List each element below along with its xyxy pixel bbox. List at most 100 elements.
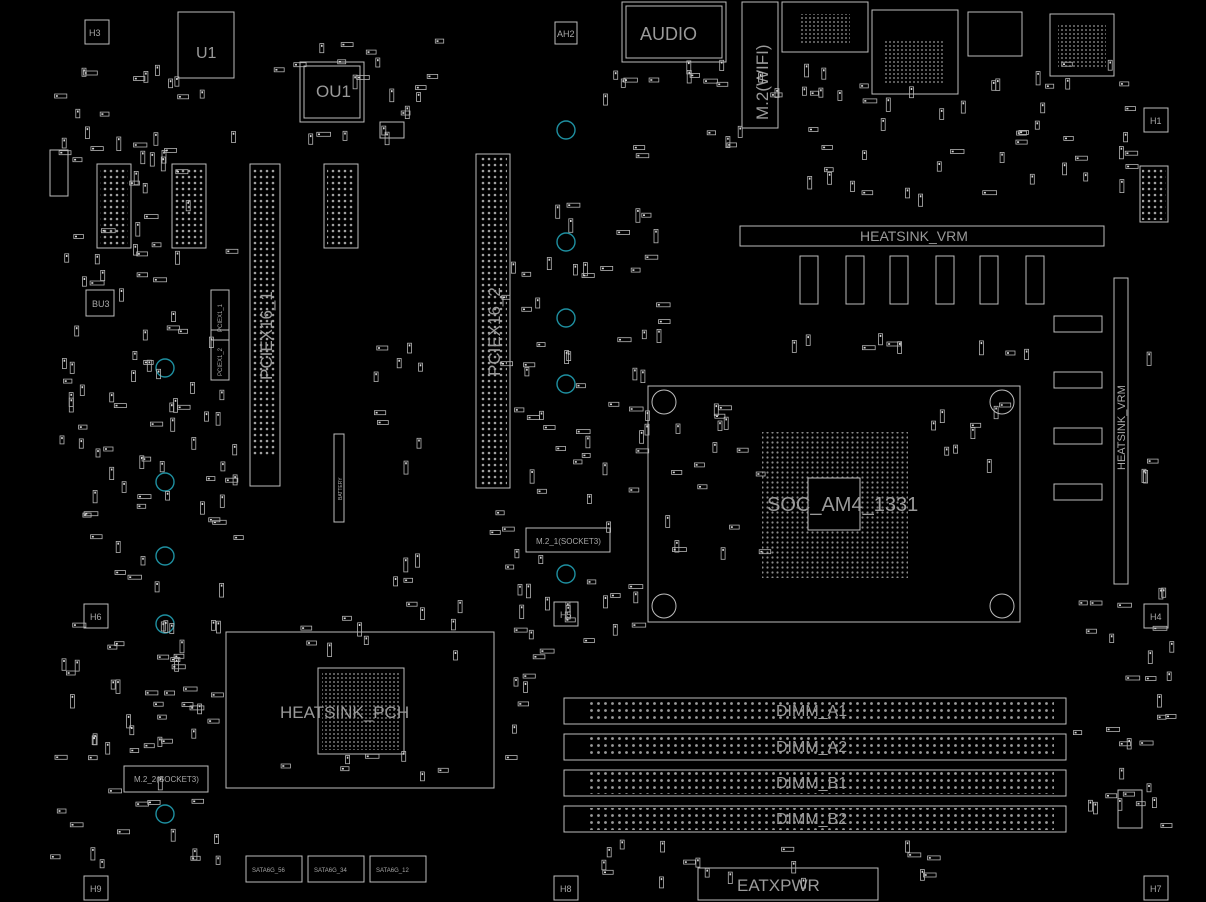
smd-pad [275, 69, 278, 71]
smd-pad [1074, 731, 1077, 734]
smd-pad [217, 413, 219, 416]
smd-pad [519, 585, 521, 588]
smd-part [791, 339, 797, 353]
smd-pad [1094, 803, 1097, 806]
smd-part [115, 679, 121, 694]
smd-part [801, 877, 806, 889]
smd-pad [861, 85, 864, 87]
smd-pad [688, 62, 690, 65]
smd-pad [201, 91, 203, 94]
smd-part [897, 341, 902, 354]
smd-part [1157, 714, 1167, 720]
smd-part [403, 577, 413, 583]
smd-part [918, 193, 923, 207]
smd-pad [906, 189, 909, 192]
smd-pad [142, 557, 144, 560]
smd-pad [1089, 801, 1092, 804]
vrm-area: HEATSINK_VRM HEATSINK_VRM [739, 225, 1129, 585]
smd-pad [110, 468, 113, 471]
smd-pad [166, 492, 169, 495]
sata-3-label: SATA6G_12 [376, 868, 409, 874]
smd-pad [282, 765, 285, 767]
smd-pad [172, 313, 175, 315]
smd-pad [1119, 799, 1121, 802]
smd-pad [909, 854, 912, 856]
smd-part [90, 146, 104, 152]
smd-part [54, 754, 68, 760]
smd-part [1146, 783, 1152, 793]
smd-pad [792, 862, 795, 865]
smd-part [56, 808, 67, 814]
smd-pad [354, 76, 356, 79]
dimm-a1-label: DIMM_A1 [776, 703, 847, 720]
smd-part [129, 725, 135, 736]
smd-part [142, 329, 148, 341]
smd-pad [459, 601, 461, 604]
smd-part [1119, 767, 1125, 780]
smd-pad [191, 707, 194, 709]
smd-part [170, 828, 176, 842]
smd-part [827, 172, 832, 185]
smd-pad [344, 132, 346, 135]
smd-part [861, 190, 874, 196]
smd-pad [139, 495, 141, 498]
smd-pad [158, 716, 161, 718]
smd-part [1160, 823, 1173, 828]
smd-pad [630, 585, 633, 588]
smd-part [407, 342, 412, 354]
smd-part [375, 57, 381, 68]
smd-pad [171, 419, 174, 422]
smd-part [273, 67, 285, 73]
smd-pad [220, 584, 223, 587]
smd-part [545, 596, 550, 611]
smd-part [758, 549, 772, 555]
smd-part [737, 125, 743, 138]
smd-pad [151, 153, 154, 156]
smd-pad [538, 490, 541, 493]
smd-part [602, 869, 614, 875]
smd-part [653, 228, 659, 244]
smd-part [706, 130, 717, 136]
smd-part [327, 642, 333, 657]
smd-pad [193, 730, 195, 733]
smd-part [61, 658, 67, 671]
smd-part [1015, 139, 1028, 145]
smd-part [103, 446, 114, 452]
smd-part [132, 350, 138, 360]
smd-part [415, 553, 420, 568]
smd-part [714, 413, 726, 419]
smd-pad [940, 109, 943, 112]
smd-part [939, 409, 945, 423]
smd-pad [1171, 642, 1173, 645]
smd-pad [1084, 174, 1087, 177]
smd-part [1158, 587, 1164, 600]
smd-part [61, 137, 67, 149]
smd-part [717, 420, 723, 431]
smd-pad [165, 621, 167, 624]
smd-pad [405, 579, 408, 582]
smd-pad [178, 406, 181, 409]
smd-part [90, 534, 103, 540]
smd-pad [123, 482, 125, 485]
smd-pad [112, 681, 114, 684]
smd-pad [101, 113, 104, 115]
smd-pad [1148, 785, 1150, 787]
smd-pad [234, 476, 236, 479]
smd-pad [302, 627, 305, 629]
smd-part [720, 547, 726, 560]
hole-h8: H8 [560, 884, 572, 894]
smd-pad [1109, 61, 1111, 64]
smd-part [208, 336, 214, 349]
smd-pad [541, 650, 544, 652]
smd-pad [77, 110, 79, 113]
smd-pad [1162, 589, 1165, 592]
smd-pad [722, 548, 724, 551]
smd-part [108, 788, 122, 794]
smd-part [109, 466, 115, 480]
smd-part [319, 43, 325, 54]
smd-pad [879, 334, 882, 337]
smd-part [950, 149, 965, 154]
smd-part [300, 625, 313, 631]
smd-pad [716, 415, 718, 417]
smd-pad [1110, 635, 1113, 638]
